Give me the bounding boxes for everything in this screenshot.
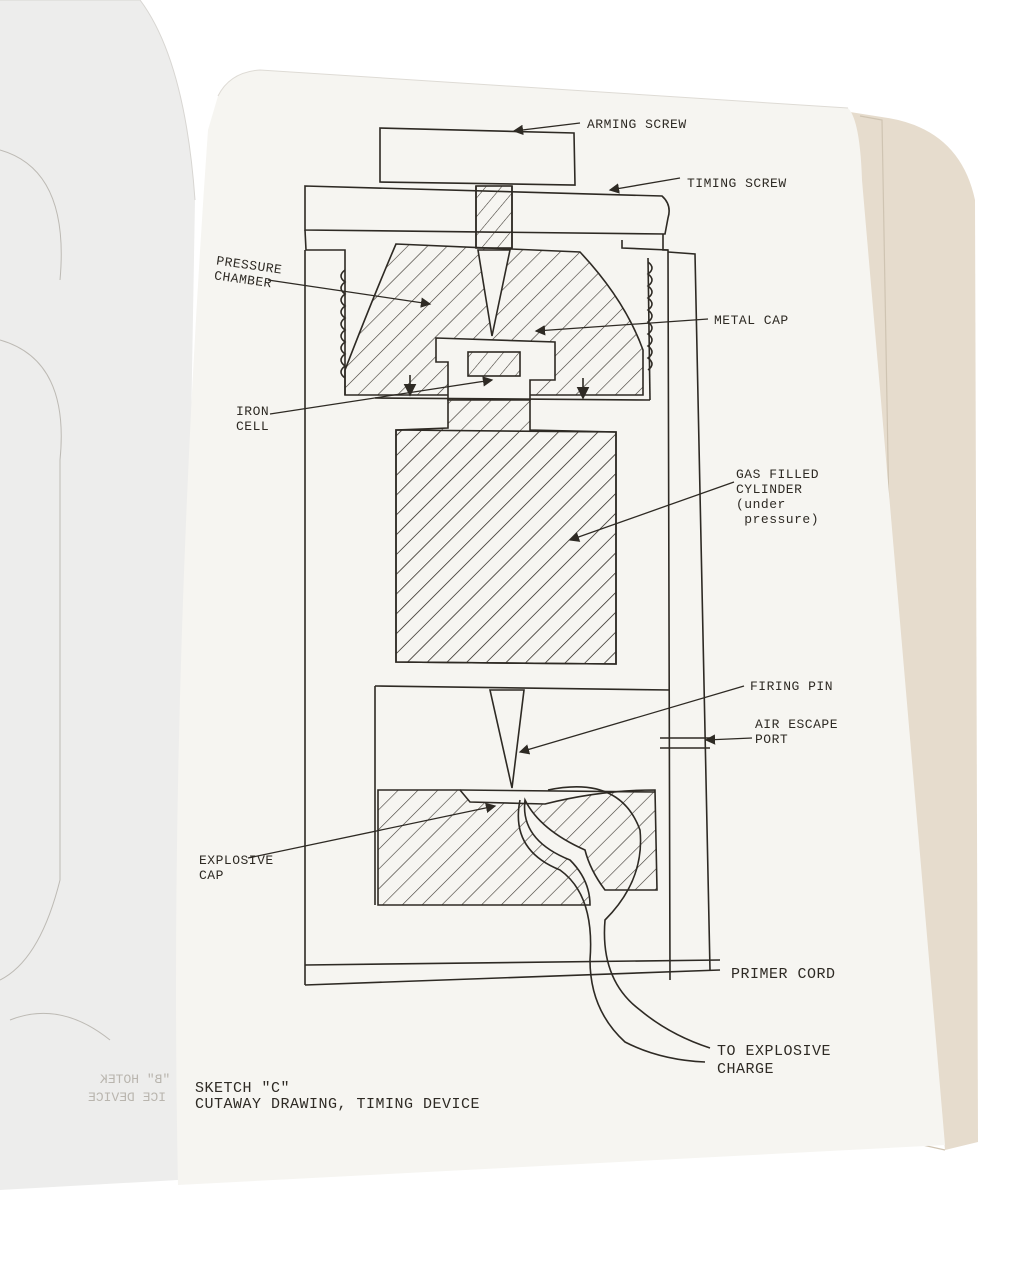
label-arming-screw: ARMING SCREW [587, 117, 687, 132]
label-firing-pin: FIRING PIN [750, 679, 834, 694]
cover-edge [850, 112, 978, 1150]
bleed-through-line-1: "B" HOTEK [100, 1072, 171, 1087]
caption-sketch-title: SKETCH "C" [195, 1080, 291, 1097]
caption-description: CUTAWAY DRAWING, TIMING DEVICE [195, 1096, 481, 1113]
explosive-cap-block [377, 789, 658, 906]
label-metal-cap: METAL CAP [714, 313, 789, 328]
timing-device-diagram [304, 127, 721, 1063]
label-air-escape-port: AIR ESCAPE PORT [755, 717, 839, 747]
leader-lines [247, 122, 753, 859]
firing-pin [489, 689, 525, 789]
label-to-explosive-charge: TO EXPLOSIVE CHARGE [717, 1043, 832, 1078]
arming-screw-head [379, 127, 576, 186]
label-iron-cell: IRON CELL [236, 404, 270, 434]
air-escape-port [660, 737, 710, 749]
threaded-shaft [475, 185, 513, 249]
left-page [0, 0, 195, 1190]
label-explosive-cap: EXPLOSIVE CAP [199, 853, 274, 883]
label-gas-filled-cylinder: GAS FILLED CYLINDER (under pressure) [736, 467, 820, 527]
label-primer-cord: PRIMER CORD [731, 966, 836, 983]
gas-filled-cylinder [395, 429, 617, 665]
primer-cord [517, 799, 706, 1063]
iron-cell [467, 351, 521, 377]
timing-screw-cap [304, 185, 670, 235]
bleed-through-line-2: ICE DEVICE [88, 1090, 167, 1105]
label-timing-screw: TIMING SCREW [687, 176, 787, 191]
